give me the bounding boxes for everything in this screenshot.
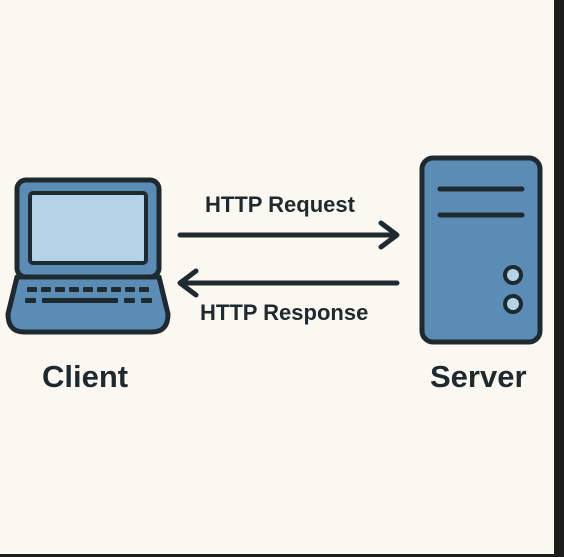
request-arrow <box>177 220 400 250</box>
server-label: Server <box>430 359 527 394</box>
response-arrow <box>177 268 400 298</box>
response-label: HTTP Response <box>200 300 369 325</box>
diagram-graphic <box>5 155 543 345</box>
laptop-icon <box>5 177 171 335</box>
frame-edge-bottom <box>0 554 564 557</box>
server-icon <box>419 155 543 345</box>
client-label: Client <box>42 359 129 394</box>
diagram-canvas: HTTP Request HTTP Response Client Server <box>0 0 554 554</box>
request-label: HTTP Request <box>205 192 355 217</box>
frame-edge-right <box>554 0 564 557</box>
